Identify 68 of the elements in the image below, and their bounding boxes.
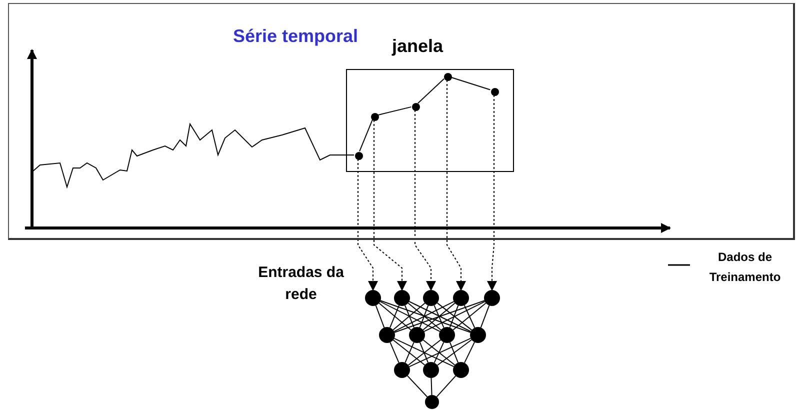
neuron [439, 327, 455, 343]
neuron [365, 290, 381, 306]
connector-line [436, 339, 472, 366]
data-point [491, 88, 499, 96]
arrow [414, 110, 436, 291]
chart-title: Série temporal [233, 26, 358, 47]
connector-line [434, 304, 444, 328]
neuron [425, 395, 439, 409]
connector-line [378, 302, 412, 330]
data-point [355, 152, 363, 160]
connector-line [394, 338, 454, 368]
neuron [394, 290, 410, 306]
connector-line [480, 304, 490, 328]
connector-line [392, 302, 426, 330]
connector-line [404, 342, 414, 364]
connector-line [377, 106, 412, 116]
neuron [394, 362, 410, 378]
arrow [487, 94, 497, 291]
data-point [444, 73, 452, 81]
connector-line [450, 76, 491, 90]
neuron [423, 362, 439, 378]
time-series-line [32, 122, 354, 189]
connector-line [392, 339, 426, 366]
connector-line [408, 339, 442, 366]
connector-line [390, 342, 400, 364]
neuron [409, 327, 425, 343]
arrow [446, 80, 466, 291]
connector-line [394, 300, 485, 333]
neuron [453, 362, 469, 378]
connector-line [419, 304, 429, 328]
connector-line [408, 338, 472, 368]
connector-line [380, 301, 440, 332]
connector-line [464, 304, 476, 328]
connector-line [359, 119, 373, 152]
connector-line [452, 302, 486, 330]
connector-line [464, 342, 475, 364]
connector-line [380, 300, 471, 333]
connector-line [422, 302, 456, 330]
connector-line [430, 378, 432, 396]
connector-line [406, 375, 428, 398]
connector-line [394, 301, 454, 332]
neuron [453, 290, 469, 306]
connector-line [408, 301, 472, 332]
connector-line [436, 302, 472, 331]
connector-line [375, 304, 385, 328]
neuron [470, 327, 486, 343]
chart-frame [8, 3, 795, 240]
connector-line [404, 304, 414, 328]
neuron [423, 290, 439, 306]
connector-line [408, 302, 442, 330]
arrow [358, 158, 378, 291]
connector-line [424, 301, 486, 332]
connector-line [449, 304, 459, 328]
window-label: janela [392, 36, 444, 57]
connector-line [417, 78, 445, 104]
data-point [371, 113, 379, 121]
connector-line [449, 342, 459, 364]
data-point [412, 103, 420, 111]
neuron [379, 327, 395, 343]
arrow [374, 120, 407, 291]
connector-line [419, 342, 429, 364]
connector-line [390, 304, 400, 328]
layer-label: Entradas da rede [258, 263, 344, 305]
connector-line [422, 339, 456, 366]
connector-line [434, 342, 444, 364]
neuron [484, 290, 500, 306]
legend-text: Dados de Treinamento [708, 249, 782, 286]
connector-line [436, 375, 456, 398]
